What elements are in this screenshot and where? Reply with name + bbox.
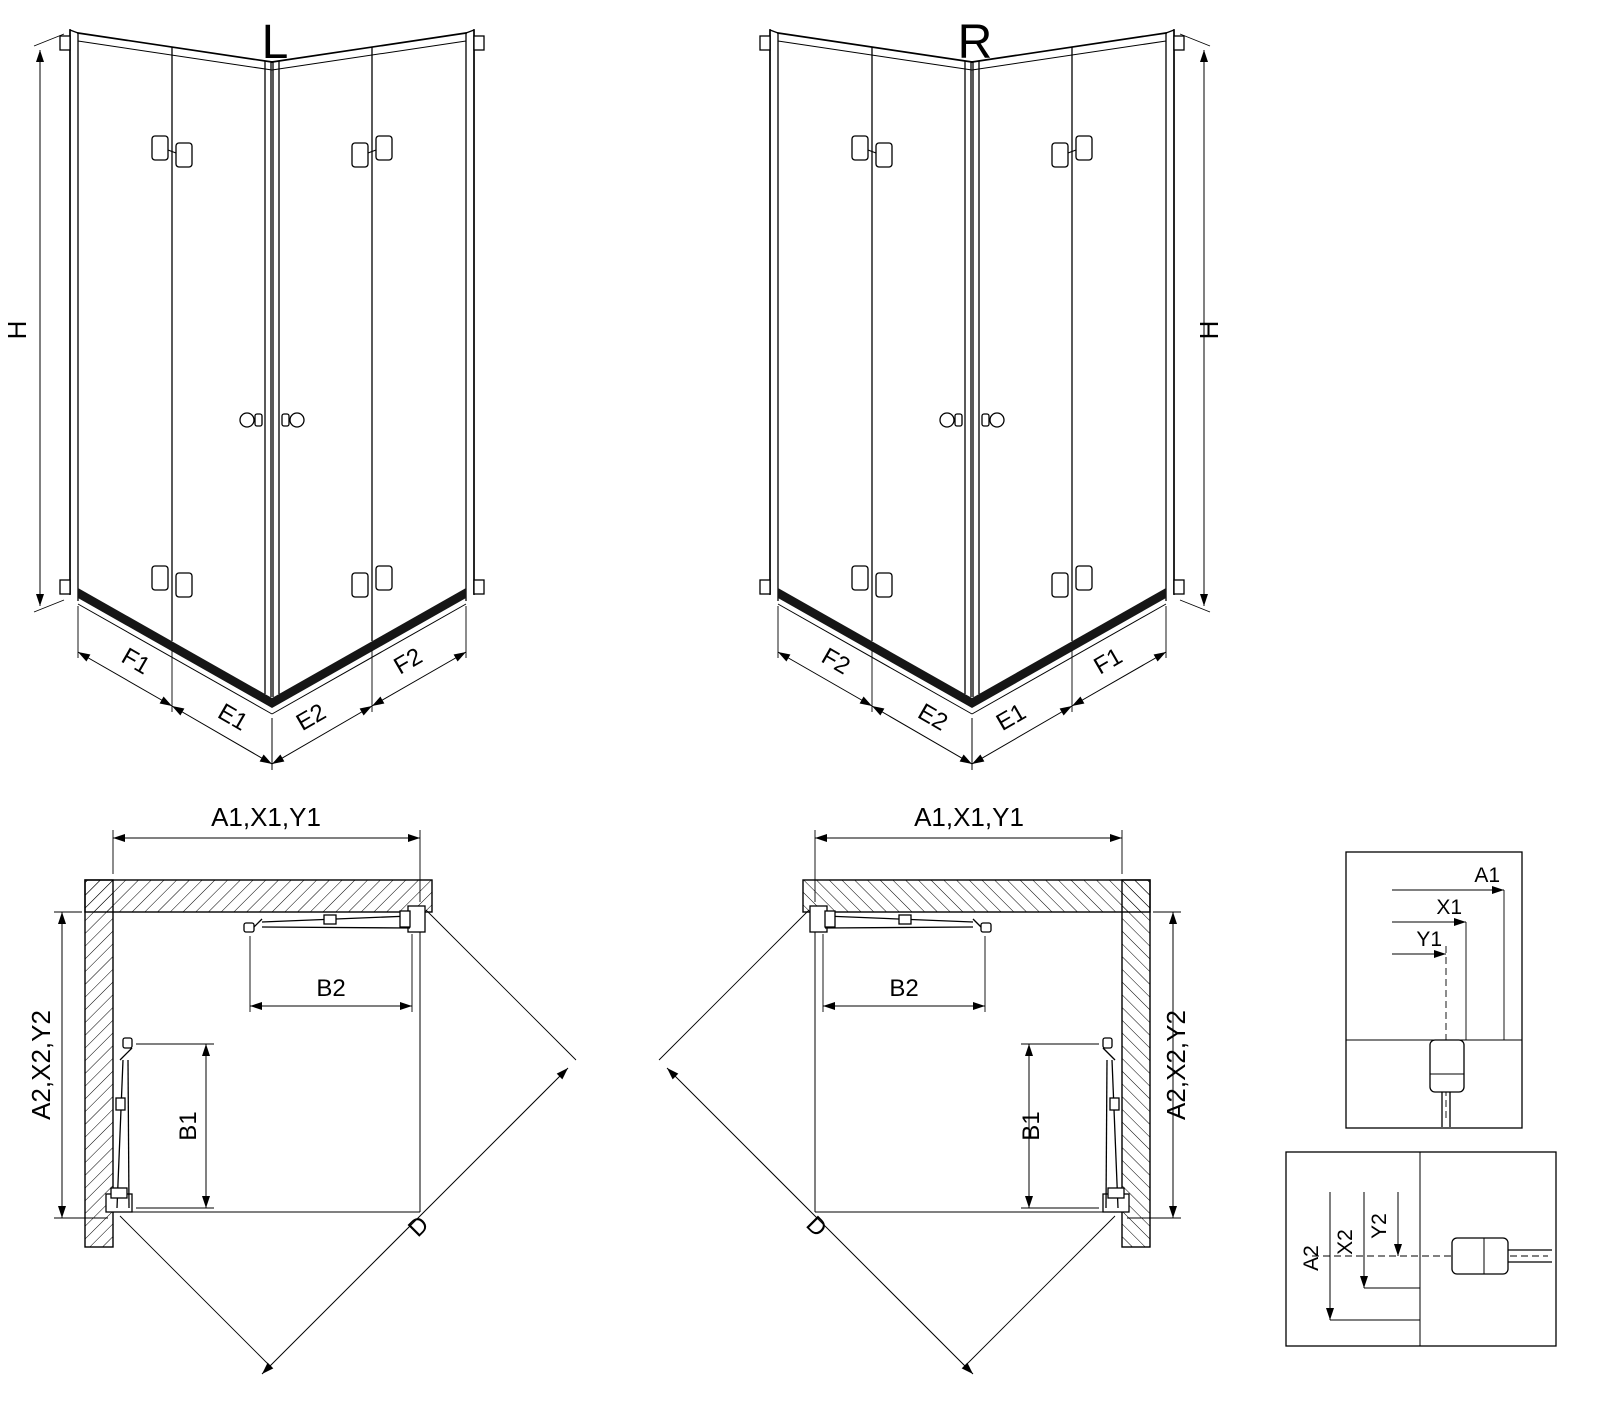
view-l-e2-label: E2 bbox=[292, 698, 331, 736]
view-r-f2-label: F2 bbox=[817, 643, 855, 680]
view-l-e1-label: E1 bbox=[213, 698, 252, 736]
plan-drawing-r bbox=[659, 830, 1181, 1374]
view-r-f1-label: F1 bbox=[1089, 643, 1127, 680]
view-l-title: L bbox=[262, 16, 289, 69]
plan-drawing-l bbox=[54, 830, 576, 1374]
plan-l-width-label: A1,X1,Y1 bbox=[211, 802, 321, 832]
plan-l-depth-label: A2,X2,Y2 bbox=[26, 1010, 56, 1120]
detail-a2-label: A2 bbox=[1300, 1245, 1323, 1271]
view-l-f1-label: F1 bbox=[117, 643, 155, 680]
plan-view-r: A1,X1,Y1 A2,X2,Y2 B2 B1 D bbox=[659, 802, 1191, 1374]
plan-r-depth-label: A2,X2,Y2 bbox=[1161, 1010, 1191, 1120]
plan-l-b1-label: B1 bbox=[175, 1111, 202, 1140]
view-r-height-label: H bbox=[1194, 321, 1224, 340]
plan-r-width-label: A1,X1,Y1 bbox=[914, 802, 1024, 832]
perspective-view-r: R H F2 E2 E1 F1 bbox=[760, 16, 1224, 770]
plan-r-b1-label: B1 bbox=[1018, 1111, 1045, 1140]
view-r-e2-label: E2 bbox=[913, 698, 952, 736]
plan-view-l: A1,X1,Y1 A2,X2,Y2 B2 B1 D bbox=[26, 802, 576, 1374]
plan-l-diagonal-label: D bbox=[403, 1211, 434, 1242]
detail-a1-label: A1 bbox=[1474, 864, 1500, 887]
plan-l-b2-label: B2 bbox=[316, 975, 345, 1002]
detail-section-vertical: A2 X2 Y2 bbox=[1285, 1151, 1557, 1347]
detail-y2-label: Y2 bbox=[1368, 1213, 1391, 1239]
perspective-view-l: L H F1 E1 E2 F2 bbox=[2, 16, 484, 770]
detail-x2-label: X2 bbox=[1334, 1229, 1357, 1255]
view-l-f2-label: F2 bbox=[389, 643, 427, 680]
detail-section-horizontal: A1 X1 Y1 bbox=[1345, 851, 1523, 1129]
plan-r-diagonal-label: D bbox=[801, 1211, 832, 1242]
view-r-e1-label: E1 bbox=[992, 698, 1031, 736]
view-r-title: R bbox=[958, 16, 993, 69]
detail-x1-label: X1 bbox=[1436, 896, 1462, 919]
plan-r-b2-label: B2 bbox=[889, 975, 918, 1002]
detail-y1-label: Y1 bbox=[1416, 928, 1442, 951]
view-l-height-label: H bbox=[2, 321, 32, 340]
